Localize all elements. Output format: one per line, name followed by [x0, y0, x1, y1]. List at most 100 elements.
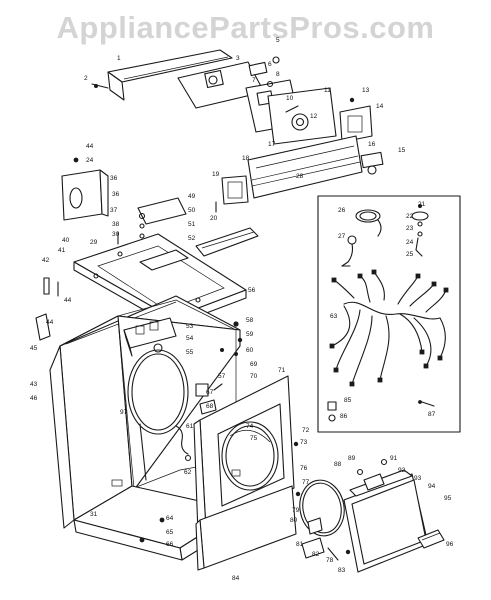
callout-79: 79: [292, 507, 300, 514]
callout-40: 40: [62, 237, 70, 244]
callout-26: 26: [338, 207, 346, 214]
callout-72: 72: [302, 427, 310, 434]
callout-76: 76: [300, 465, 308, 472]
callout-75: 75: [250, 435, 258, 442]
callout-85: 85: [344, 397, 352, 404]
callout-1: 1: [117, 55, 121, 62]
callout-25: 25: [406, 251, 414, 258]
callout-62: 62: [184, 469, 192, 476]
callout-22: 22: [406, 213, 414, 220]
cover-plate: [137, 197, 187, 239]
wiring-inset-box: [317, 195, 461, 433]
side-screws: [219, 321, 243, 356]
callout-51: 51: [188, 221, 196, 228]
callout-12: 12: [310, 113, 318, 120]
callout-64: 64: [166, 515, 174, 522]
callout-96: 96: [446, 541, 454, 548]
callout-42: 42: [42, 257, 50, 264]
callout-70: 70: [250, 373, 258, 380]
callout-65: 65: [166, 529, 174, 536]
callout-17: 17: [268, 141, 276, 148]
callout-80: 80: [290, 517, 298, 524]
front-screws: [139, 441, 301, 543]
front-panel: [193, 375, 295, 535]
callout-2: 2: [84, 75, 88, 82]
callout-24b: 24: [86, 157, 94, 164]
callout-50: 50: [188, 207, 196, 214]
door-switch: [175, 383, 223, 462]
callout-67: 67: [206, 389, 214, 396]
callout-94: 94: [428, 483, 436, 490]
callout-3: 3: [236, 55, 240, 62]
callout-46: 46: [30, 395, 38, 402]
callout-13: 13: [362, 87, 370, 94]
callout-89: 89: [348, 455, 356, 462]
callout-20: 20: [210, 215, 218, 222]
toe-panel: [195, 485, 297, 571]
callout-91: 91: [390, 455, 398, 462]
callout-41: 41: [58, 247, 66, 254]
callout-92: 92: [398, 467, 406, 474]
callout-81: 81: [296, 541, 304, 548]
callout-59: 59: [246, 331, 254, 338]
callout-60: 60: [246, 347, 254, 354]
callout-86: 86: [340, 413, 348, 420]
door-latch: [301, 517, 351, 561]
callout-71: 71: [278, 367, 286, 374]
hinge: [195, 227, 259, 257]
hinge-pins: [35, 277, 59, 341]
callout-36: 36: [110, 175, 118, 182]
door-assembly: [343, 458, 445, 573]
callout-97: 97: [120, 409, 128, 416]
callout-68: 68: [206, 403, 214, 410]
control-console: [247, 135, 363, 199]
callout-19: 19: [212, 171, 220, 178]
callout-52: 52: [188, 235, 196, 242]
callout-88: 88: [334, 461, 342, 468]
callout-10: 10: [286, 95, 294, 102]
wiring-harness: [329, 269, 449, 387]
callout-93: 93: [414, 475, 422, 482]
callout-54: 54: [186, 335, 194, 342]
callout-56: 56: [248, 287, 256, 294]
callout-82: 82: [312, 551, 320, 558]
wiring-components: [341, 203, 429, 267]
callout-84: 84: [232, 575, 240, 582]
callout-30: 30: [112, 231, 120, 238]
callout-77: 77: [302, 479, 310, 486]
callout-44b: 44: [64, 297, 72, 304]
timer-assembly: [177, 56, 301, 133]
callout-7: 7: [252, 77, 256, 84]
callout-69: 69: [250, 361, 258, 368]
callout-95: 95: [444, 495, 452, 502]
callout-83: 83: [338, 567, 346, 574]
callout-31: 31: [90, 511, 98, 518]
callout-21: 21: [418, 201, 426, 208]
callout-74: 74: [246, 423, 254, 430]
callout-6: 6: [268, 61, 272, 68]
switch-bracket: [339, 97, 373, 143]
callout-73: 73: [300, 439, 308, 446]
callout-45: 45: [30, 345, 38, 352]
watermark-text: AppliancePartsPros.com: [56, 10, 435, 45]
door-gasket: [299, 479, 345, 537]
callout-38: 38: [112, 221, 120, 228]
buttons: [360, 151, 384, 175]
callout-24: 24: [406, 239, 414, 246]
callout-27: 27: [338, 233, 346, 240]
callout-18: 18: [242, 155, 250, 162]
callout-43: 43: [30, 381, 38, 388]
callout-14: 14: [376, 103, 384, 110]
callout-53: 53: [186, 323, 194, 330]
callout-58: 58: [246, 317, 254, 324]
callout-57: 57: [218, 373, 226, 380]
callout-78: 78: [326, 557, 334, 564]
callout-8: 8: [276, 71, 280, 78]
callout-labels: 1 2 3 5 6 7 8 10 11 12 13 14 15 16 17 18…: [30, 37, 454, 582]
callout-5: 5: [276, 37, 280, 44]
callout-11: 11: [324, 87, 331, 94]
callout-44: 44: [86, 143, 94, 150]
callout-63: 63: [330, 313, 338, 320]
inset-small-parts: [327, 400, 435, 422]
